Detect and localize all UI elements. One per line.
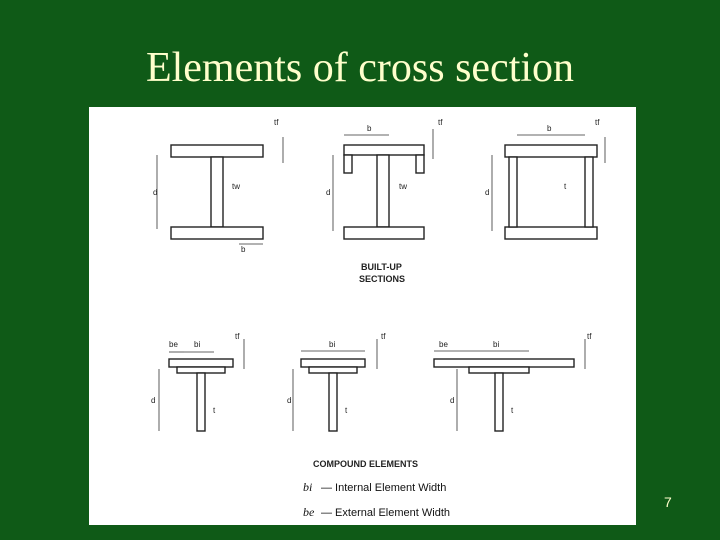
dim-label-d: d	[326, 188, 330, 197]
dim-label-tf: tf	[274, 118, 279, 127]
built-up-i-section: d tf tw b	[153, 118, 284, 254]
dim-label-be: be	[169, 340, 178, 349]
box-bottom-plate	[504, 226, 598, 240]
channel-left-lip	[343, 154, 353, 174]
stem	[196, 372, 206, 432]
box-top-plate	[504, 144, 598, 158]
dim-label-d: d	[450, 396, 454, 405]
cross-section-figure: d tf tw b d b tf tw	[89, 107, 636, 525]
dim-label-t: t	[564, 182, 567, 191]
legend-symbol-be: be	[303, 505, 315, 519]
dim-label-tf: tf	[595, 118, 600, 127]
dim-label-d: d	[153, 188, 157, 197]
cross-section-drawing: d tf tw b d b tf tw	[151, 118, 606, 519]
legend-symbol-bi: bi	[303, 480, 312, 494]
dim-label-t: t	[511, 406, 514, 415]
dim-label-bi: bi	[329, 340, 335, 349]
top-flange-plate	[170, 144, 264, 158]
slide-title: Elements of cross section	[145, 45, 575, 91]
dim-label-tf: tf	[381, 332, 386, 341]
web	[210, 156, 224, 228]
stem	[494, 372, 504, 432]
page-number: 7	[664, 494, 672, 510]
channel-top	[343, 144, 425, 156]
compound-t-section-1: d be bi tf t	[151, 332, 245, 432]
dim-label-b: b	[367, 124, 372, 133]
box-left-web	[508, 156, 518, 228]
compound-t-section-2: d bi tf t	[287, 332, 386, 432]
built-up-channel-section: d b tf tw	[326, 118, 443, 240]
channel-right-lip	[415, 154, 425, 174]
dim-label-b: b	[241, 245, 246, 254]
flange	[468, 366, 530, 374]
dim-label-d: d	[485, 188, 489, 197]
dim-label-tf: tf	[438, 118, 443, 127]
compound-caption: COMPOUND ELEMENTS	[313, 459, 418, 469]
dim-label-bi: bi	[493, 340, 499, 349]
dim-label-tw: tw	[399, 182, 407, 191]
dim-label-t: t	[345, 406, 348, 415]
plate	[168, 358, 234, 368]
dim-label-t: t	[213, 406, 216, 415]
dim-label-d: d	[287, 396, 291, 405]
legend-text-be: — External Element Width	[321, 507, 450, 519]
built-up-box-section: d b tf t	[485, 118, 606, 240]
dim-label-be: be	[439, 340, 448, 349]
stem	[328, 372, 338, 432]
legend-text-bi: — Internal Element Width	[321, 482, 446, 494]
built-up-caption-line1: BUILT-UP	[361, 262, 402, 272]
flange	[308, 366, 358, 374]
plate	[433, 358, 575, 368]
bottom-flange	[343, 226, 425, 240]
dim-label-tf: tf	[235, 332, 240, 341]
built-up-caption-line2: SECTIONS	[359, 274, 405, 284]
box-right-web	[584, 156, 594, 228]
compound-t-section-3: d be bi tf t	[433, 332, 592, 432]
dim-label-tw: tw	[232, 182, 240, 191]
flange	[176, 366, 226, 374]
dim-label-d: d	[151, 396, 155, 405]
dim-label-bi: bi	[194, 340, 200, 349]
bottom-flange-plate	[170, 226, 264, 240]
dim-label-b: b	[547, 124, 552, 133]
web	[376, 154, 390, 228]
dim-label-tf: tf	[587, 332, 592, 341]
plate	[300, 358, 366, 368]
